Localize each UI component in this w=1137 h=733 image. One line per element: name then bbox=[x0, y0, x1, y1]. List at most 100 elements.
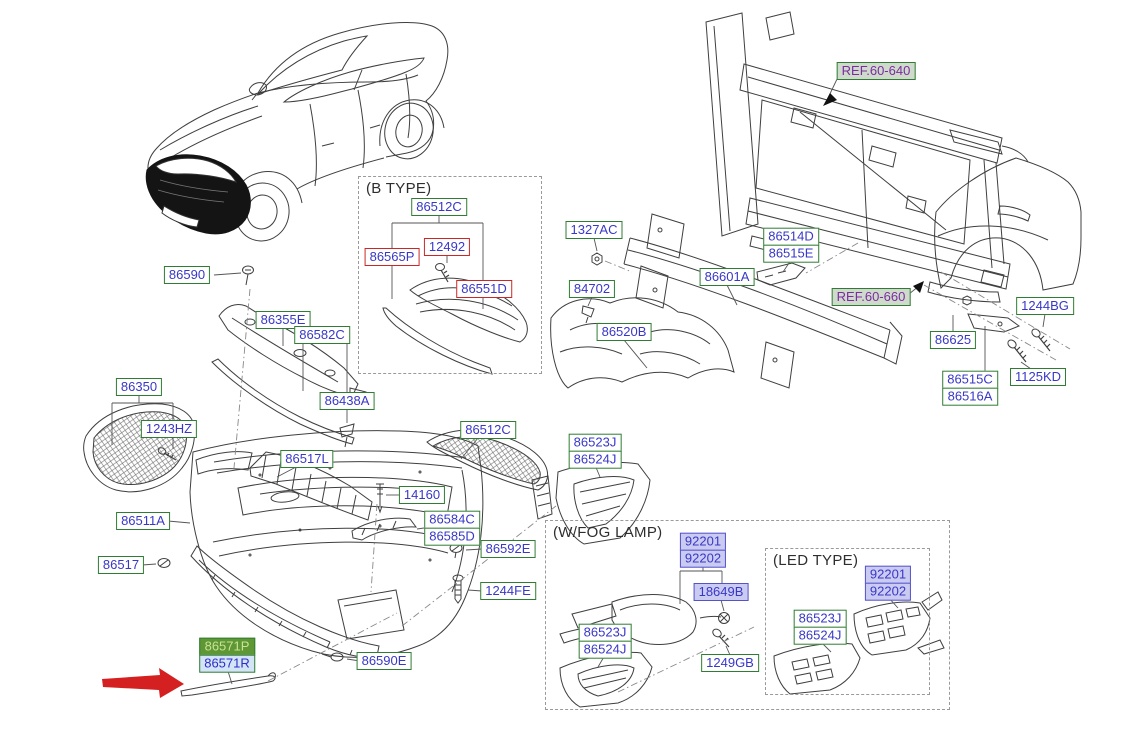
part-label-ref-60-660[interactable]: REF.60-660 bbox=[831, 288, 911, 306]
upper-grille-drawing bbox=[83, 403, 195, 493]
part-number-text: 86511A bbox=[116, 512, 170, 530]
part-label-86511a[interactable]: 86511A bbox=[116, 512, 170, 530]
part-label-ref-60-640[interactable]: REF.60-640 bbox=[836, 62, 916, 80]
part-label-86551d[interactable]: 86551D bbox=[456, 280, 512, 298]
part-number-text: 1244BG bbox=[1016, 297, 1074, 315]
part-number-text: 86524J bbox=[578, 640, 632, 659]
part-number-text: 86523J bbox=[793, 609, 847, 628]
part-label-86565p[interactable]: 86565P bbox=[364, 248, 420, 266]
part-label-1327ac[interactable]: 1327AC bbox=[565, 221, 623, 239]
clip-icon-86590 bbox=[242, 265, 254, 286]
part-label-86592e[interactable]: 86592E bbox=[480, 540, 536, 558]
part-label-86517[interactable]: 86517 bbox=[97, 556, 145, 574]
bulb-socket-icon-18649b bbox=[718, 612, 730, 624]
part-label-1244bg[interactable]: 1244BG bbox=[1016, 297, 1074, 315]
part-number-text: 14160 bbox=[398, 486, 446, 504]
part-number-text: REF.60-660 bbox=[831, 288, 911, 306]
part-number-text: 86350 bbox=[115, 378, 163, 396]
led-lamp-drawing bbox=[853, 591, 945, 656]
pad-drawing-86584c bbox=[351, 517, 418, 541]
part-label-86438a[interactable]: 86438A bbox=[319, 392, 375, 410]
foam-absorber-drawing bbox=[550, 297, 735, 389]
part-label-1244fe[interactable]: 1244FE bbox=[480, 582, 536, 600]
part-number-text: 86590 bbox=[163, 266, 211, 284]
part-label-86512c-btype[interactable]: 86512C bbox=[411, 198, 467, 216]
part-number-text: 86571R bbox=[199, 654, 255, 673]
part-number-text: 86517L bbox=[280, 450, 334, 468]
clip-icon-86590e bbox=[321, 652, 344, 662]
part-number-text: 86524J bbox=[793, 626, 847, 645]
b-type-group-box: (B TYPE) bbox=[358, 176, 542, 374]
part-number-text: 86551D bbox=[456, 280, 512, 298]
part-number-text: 86523J bbox=[568, 433, 622, 452]
side-strip-drawing bbox=[180, 672, 276, 697]
bolt-icon-1125kd bbox=[1007, 339, 1027, 363]
bolt-icon-1243hz bbox=[157, 447, 177, 461]
part-label-86517l[interactable]: 86517L bbox=[280, 450, 334, 468]
mid-grille-drawing bbox=[426, 429, 549, 491]
nut-icon-1327ac bbox=[591, 252, 603, 266]
part-label-1249gb[interactable]: 1249GB bbox=[701, 654, 759, 672]
ref-arrowheads bbox=[823, 93, 924, 293]
part-number-text: 86438A bbox=[319, 392, 375, 410]
part-label-86350[interactable]: 86350 bbox=[115, 378, 163, 396]
part-number-text: 1249GB bbox=[701, 654, 759, 672]
part-number-text: 86520B bbox=[596, 323, 652, 341]
screw-icon-14160 bbox=[376, 483, 384, 514]
part-label-86582c[interactable]: 86582C bbox=[294, 326, 350, 344]
part-label-86601a[interactable]: 86601A bbox=[699, 268, 755, 286]
part-label-1125kd[interactable]: 1125KD bbox=[1009, 368, 1067, 386]
fog-lamp-group-box: (W/FOG LAMP) bbox=[545, 520, 950, 710]
part-number-text: 92201 bbox=[864, 565, 912, 584]
part-number-text: 86524J bbox=[568, 450, 622, 469]
construction-lines bbox=[233, 242, 1071, 693]
part-number-text: 86523J bbox=[578, 623, 632, 642]
part-label-86590[interactable]: 86590 bbox=[163, 266, 211, 284]
part-number-text: 84702 bbox=[568, 280, 616, 298]
b-type-caption: (B TYPE) bbox=[366, 180, 432, 197]
part-number-text: 12492 bbox=[423, 238, 471, 256]
part-number-text: 1125KD bbox=[1009, 368, 1067, 386]
part-number-text: 1243HZ bbox=[140, 420, 198, 438]
part-number-text: 86584C bbox=[424, 510, 480, 529]
clip-icon-86592e bbox=[449, 543, 463, 559]
part-label-86520b[interactable]: 86520B bbox=[596, 323, 652, 341]
part-label-12492[interactable]: 12492 bbox=[423, 238, 471, 256]
clip-icon-86517 bbox=[157, 558, 171, 568]
part-number-text: 92202 bbox=[679, 549, 727, 568]
led-type-caption: (LED TYPE) bbox=[773, 552, 859, 569]
part-label-14160[interactable]: 14160 bbox=[398, 486, 446, 504]
part-number-text: 86515C bbox=[942, 370, 998, 389]
part-label-84702[interactable]: 84702 bbox=[568, 280, 616, 298]
part-label-86590e[interactable]: 86590E bbox=[356, 652, 412, 670]
bolt-icon-1244bg bbox=[1031, 328, 1051, 352]
part-label-86625[interactable]: 86625 bbox=[929, 331, 977, 349]
part-label-86355e[interactable]: 86355E bbox=[255, 311, 311, 329]
part-number-text: 86514D bbox=[763, 227, 819, 246]
part-label-86512c[interactable]: 86512C bbox=[460, 421, 516, 439]
part-number-text: 86515E bbox=[763, 244, 819, 263]
part-number-text: 18649B bbox=[693, 583, 749, 601]
radiator-support-drawing bbox=[705, 11, 1029, 290]
part-number-text: 1327AC bbox=[565, 221, 623, 239]
part-label-1243hz[interactable]: 1243HZ bbox=[140, 420, 198, 438]
part-label-18649b[interactable]: 18649B bbox=[693, 583, 749, 601]
led-cover-drawing bbox=[773, 642, 861, 695]
part-number-text: 86601A bbox=[699, 268, 755, 286]
led-type-group-box: (LED TYPE) bbox=[765, 548, 930, 695]
part-number-text: 86512C bbox=[411, 198, 467, 216]
clip-icon-84702 bbox=[581, 305, 595, 324]
bolt-icon-12492 bbox=[435, 263, 450, 283]
